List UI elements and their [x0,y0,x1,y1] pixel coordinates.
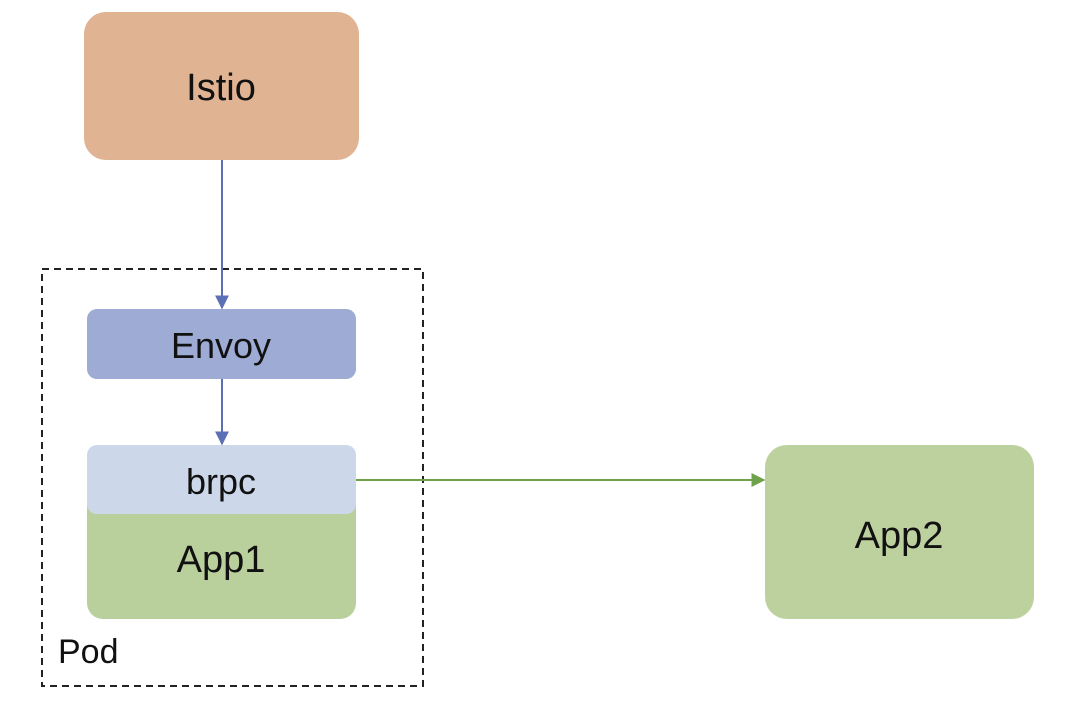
pod-label: Pod [58,633,119,671]
envoy-node [87,309,356,379]
app1-node [87,490,356,619]
app1-label: App1 [177,539,266,581]
envoy-label: Envoy [171,325,271,366]
brpc-label: brpc [186,461,256,502]
brpc-node [87,445,356,514]
app2-label: App2 [855,515,944,557]
istio-label: Istio [186,67,256,109]
istio-node [84,12,359,160]
pod-boundary [41,268,424,687]
app2-node [765,445,1034,619]
